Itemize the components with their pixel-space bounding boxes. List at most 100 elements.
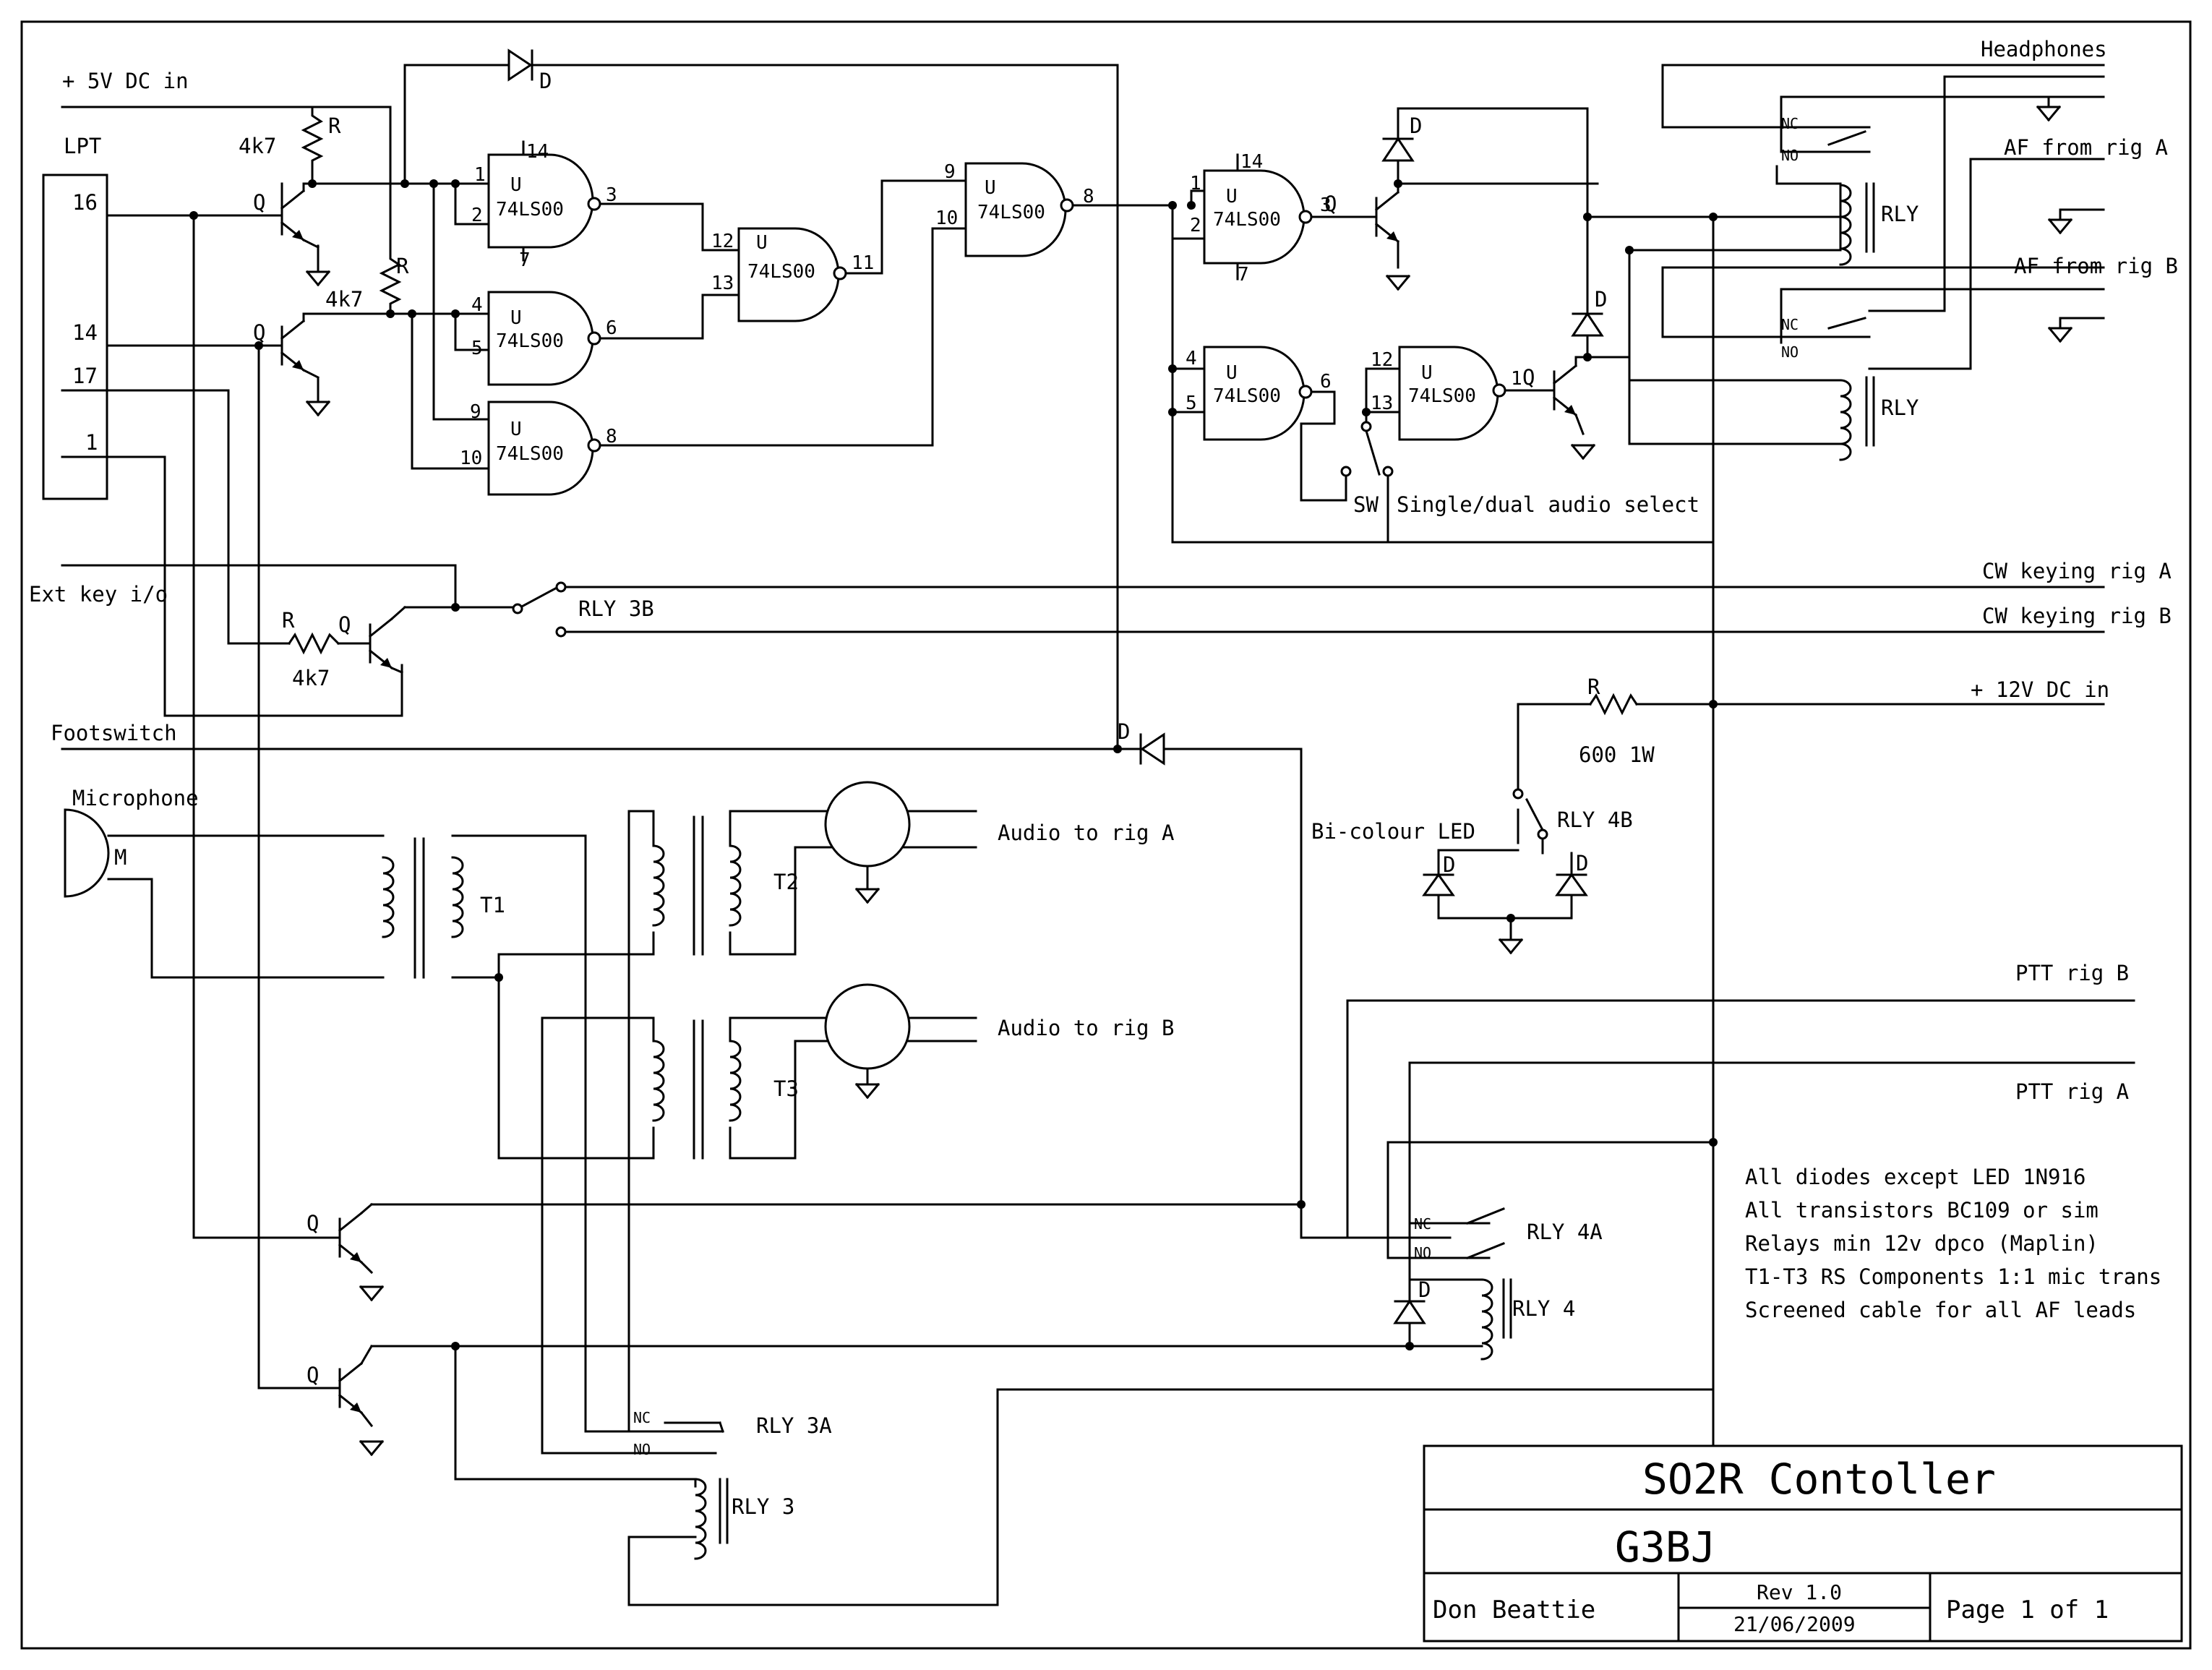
svg-text:U: U [985, 177, 996, 199]
rly3a-label: RLY 3A [756, 1413, 832, 1438]
svg-text:9: 9 [944, 161, 956, 183]
svg-text:74LS00: 74LS00 [1408, 385, 1476, 407]
q5-ref: Q [1324, 192, 1337, 216]
svg-text:74LS00: 74LS00 [496, 199, 564, 220]
rly4-label: RLY 4 [1512, 1296, 1575, 1321]
svg-text:10: 10 [460, 448, 482, 469]
svg-text:10: 10 [935, 207, 958, 229]
svg-text:6: 6 [606, 317, 617, 339]
page-border [20, 20, 2192, 1650]
audio-a-label: Audio to rig A [998, 821, 1174, 845]
t2-ref: T2 [773, 870, 799, 894]
r600-value: 600 1W [1579, 742, 1655, 767]
svg-text:All diodes except LED 1N916: All diodes except LED 1N916 [1745, 1165, 2085, 1189]
svg-text:14: 14 [526, 141, 549, 163]
d-foot-ref: D [1118, 719, 1130, 744]
rly3a-nc: NC [633, 1409, 651, 1426]
rly3a-no: NO [633, 1441, 651, 1458]
v12-label: + 12V DC in [1971, 677, 2109, 702]
svg-text:Screened cable for all AF lead: Screened cable for all AF leads [1745, 1298, 2136, 1322]
d-top-ref: D [539, 69, 552, 93]
r1-value: 4k7 [239, 134, 276, 158]
svg-text:14: 14 [1240, 151, 1263, 173]
t1-ref: T1 [480, 893, 505, 917]
led1-ref: D [1443, 852, 1455, 877]
nand-gate-8: U 74LS00 12 13 1 [1371, 346, 1522, 441]
led2-ref: D [1576, 851, 1588, 875]
rly-b-no: NO [1781, 343, 1799, 361]
q2-ref: Q [253, 320, 265, 345]
svg-text:11: 11 [852, 252, 874, 274]
d-rly4-ref: D [1418, 1277, 1431, 1302]
nand-gate-6: U 74LS00 14 7 1 2 3 [1190, 151, 1332, 286]
svg-text:4: 4 [471, 294, 483, 316]
svg-text:7: 7 [1238, 264, 1249, 286]
svg-text:74LS00: 74LS00 [496, 330, 564, 352]
svg-text:6: 6 [1320, 371, 1332, 393]
svg-text:13: 13 [1371, 393, 1393, 414]
svg-text:1: 1 [1511, 368, 1522, 390]
title-block: SO2R Contoller G3BJ Don Beattie Rev 1.0 … [1423, 1444, 2183, 1643]
svg-text:T1-T3 RS Components 1:1 mic tr: T1-T3 RS Components 1:1 mic trans [1745, 1264, 2161, 1289]
svg-text:U: U [756, 232, 768, 254]
rly4a-nc: NC [1414, 1215, 1431, 1233]
title-text: SO2R Contoller [1642, 1455, 1996, 1504]
svg-text:3: 3 [606, 184, 617, 206]
r2-ref: R [396, 254, 409, 278]
svg-text:3: 3 [1320, 194, 1332, 216]
nand-gate-3: U 74LS00 9 10 8 [460, 401, 617, 496]
svg-text:U: U [510, 307, 522, 329]
r3-ref: R [282, 608, 295, 633]
footswitch-label: Footswitch [51, 721, 177, 745]
lpt-pin-1: 1 [85, 430, 98, 455]
nand-gate-7: U 74LS00 4 5 6 [1186, 346, 1332, 441]
sw-label: Single/dual audio select [1397, 492, 1699, 517]
rly-b-nc: NC [1781, 316, 1799, 333]
af-b-label: AF from rig B [2014, 254, 2178, 278]
svg-text:5: 5 [471, 338, 483, 359]
rly-b-ref: RLY [1881, 395, 1919, 420]
cw-b-label: CW keying rig B [1982, 604, 2172, 628]
audio-b-label: Audio to rig B [998, 1016, 1174, 1040]
v5-label: + 5V DC in [62, 69, 189, 93]
svg-text:U: U [510, 174, 522, 196]
rly-a-ref: RLY [1881, 202, 1919, 226]
svg-text:5: 5 [1186, 393, 1197, 414]
nand-gate-2: U 74LS00 4 5 6 [471, 291, 617, 386]
led-label: Bi-colour LED [1311, 819, 1475, 844]
svg-text:2: 2 [471, 205, 483, 226]
svg-text:8: 8 [1083, 186, 1094, 207]
svg-text:4: 4 [1186, 348, 1197, 369]
af-a-label: AF from rig A [2004, 135, 2168, 160]
q8-ref: Q [306, 1363, 319, 1387]
revision-text: Rev 1.0 [1757, 1580, 1842, 1604]
lpt-pin-16: 16 [72, 190, 98, 215]
date-text: 21/06/2009 [1733, 1612, 1856, 1636]
rly-a-no: NO [1781, 147, 1799, 164]
svg-text:74LS00: 74LS00 [1213, 385, 1281, 407]
svg-text:2: 2 [1190, 215, 1201, 236]
rly4b-label: RLY 4B [1557, 808, 1633, 832]
svg-text:13: 13 [711, 273, 734, 294]
ptt-b-label: PTT rig B [2015, 961, 2129, 985]
rly4a-label: RLY 4A [1527, 1220, 1603, 1244]
lpt-label: LPT [64, 134, 101, 158]
mic-symbol-label: M [114, 845, 127, 870]
svg-text:12: 12 [1371, 349, 1393, 371]
svg-text:U: U [510, 419, 522, 440]
q3-ref: Q [338, 612, 351, 637]
cw-a-label: CW keying rig A [1982, 559, 2172, 583]
svg-text:Relays min 12v dpco (Maplin): Relays min 12v dpco (Maplin) [1745, 1231, 2099, 1256]
page-text: Page 1 of 1 [1946, 1596, 2109, 1624]
sw-ref: SW [1353, 492, 1379, 517]
rly3b-label: RLY 3B [578, 596, 654, 621]
svg-text:74LS00: 74LS00 [747, 261, 815, 283]
svg-text:74LS00: 74LS00 [977, 202, 1045, 223]
svg-text:7: 7 [519, 249, 531, 271]
svg-text:74LS00: 74LS00 [1213, 209, 1281, 231]
q1-ref: Q [253, 190, 265, 215]
svg-text:8: 8 [606, 426, 617, 448]
lpt-pin-14: 14 [72, 320, 98, 345]
rly-a-nc: NC [1781, 115, 1799, 132]
